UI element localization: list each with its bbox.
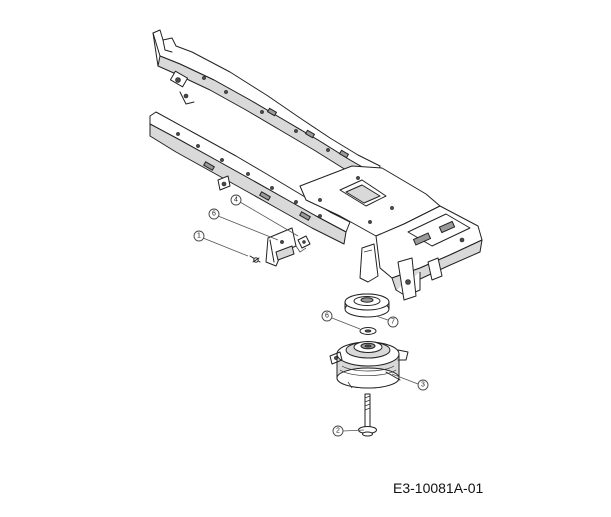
svg-text:6: 6 <box>212 211 216 218</box>
callout-7: 7 <box>387 316 399 328</box>
svg-text:2: 2 <box>336 428 340 435</box>
callout-2: 2 <box>332 425 344 437</box>
frame-center-plate <box>299 165 441 237</box>
svg-text:6: 6 <box>325 313 329 320</box>
screw <box>249 255 261 263</box>
washer <box>359 327 377 335</box>
drawing-number: E3-10081A-01 <box>393 480 484 496</box>
callout-leaders <box>202 201 419 432</box>
electric-pto-clutch <box>329 341 409 389</box>
upper-frame-rail <box>152 29 381 187</box>
bolt <box>358 393 377 437</box>
svg-text:4: 4 <box>234 197 238 204</box>
callout-3: 3 <box>417 379 429 391</box>
callout-6-bracket: 6 <box>208 208 220 220</box>
callout-4: 4 <box>230 194 242 206</box>
svg-text:1: 1 <box>197 233 201 240</box>
callout-6-washer: 6 <box>321 310 333 322</box>
clutch-bracket-assembly <box>265 227 311 267</box>
spacer-pulley <box>344 293 390 318</box>
svg-text:7: 7 <box>391 319 395 326</box>
front-crossmember <box>359 205 483 301</box>
lower-frame-rail <box>149 111 351 245</box>
callout-1: 1 <box>193 230 205 242</box>
svg-text:3: 3 <box>421 382 425 389</box>
